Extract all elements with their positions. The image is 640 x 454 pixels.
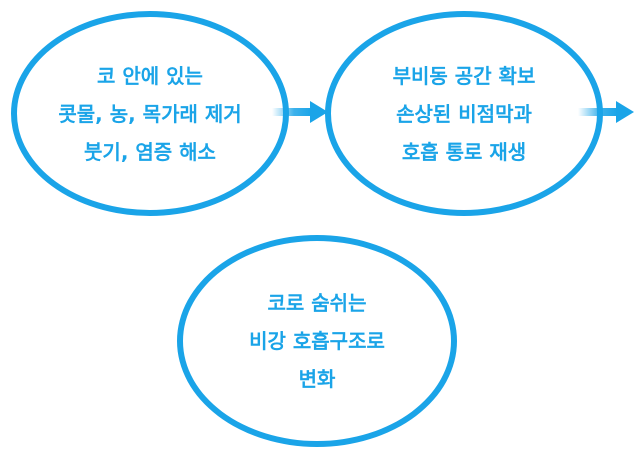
arrow-right-icon [578,101,634,123]
step-2-line-2: 손상된 비점막과 [396,101,532,126]
step-1-line-1: 코 안에 있는 [97,63,203,88]
step-1-line-3: 붓기, 염증 해소 [84,139,216,164]
step-3-line-3: 변화 [298,367,336,391]
step-2-line-3: 호흡 통로 재생 [401,139,527,164]
step-2-circle: 부비동 공간 확보 손상된 비점막과 호흡 통로 재생 [325,11,603,216]
step-1-circle: 코 안에 있는 콧물, 농, 목가래 제거 붓기, 염증 해소 [11,11,289,216]
arrow-right-icon [272,101,328,123]
step-3-line-2: 비강 호흡구조로 [249,329,385,353]
step-1-line-2: 콧물, 농, 목가래 제거 [58,101,242,126]
step-2-text: 부비동 공간 확보 손상된 비점막과 호흡 통로 재생 [393,57,536,171]
step-1-text: 코 안에 있는 콧물, 농, 목가래 제거 붓기, 염증 해소 [58,57,241,171]
step-2-line-1: 부비동 공간 확보 [392,63,536,88]
step-3-line-1: 코로 숨쉬는 [267,291,367,315]
step-3-text: 코로 숨쉬는 비강 호흡구조로 변화 [249,284,385,398]
step-3-circle: 코로 숨쉬는 비강 호흡구조로 변화 [177,235,457,447]
